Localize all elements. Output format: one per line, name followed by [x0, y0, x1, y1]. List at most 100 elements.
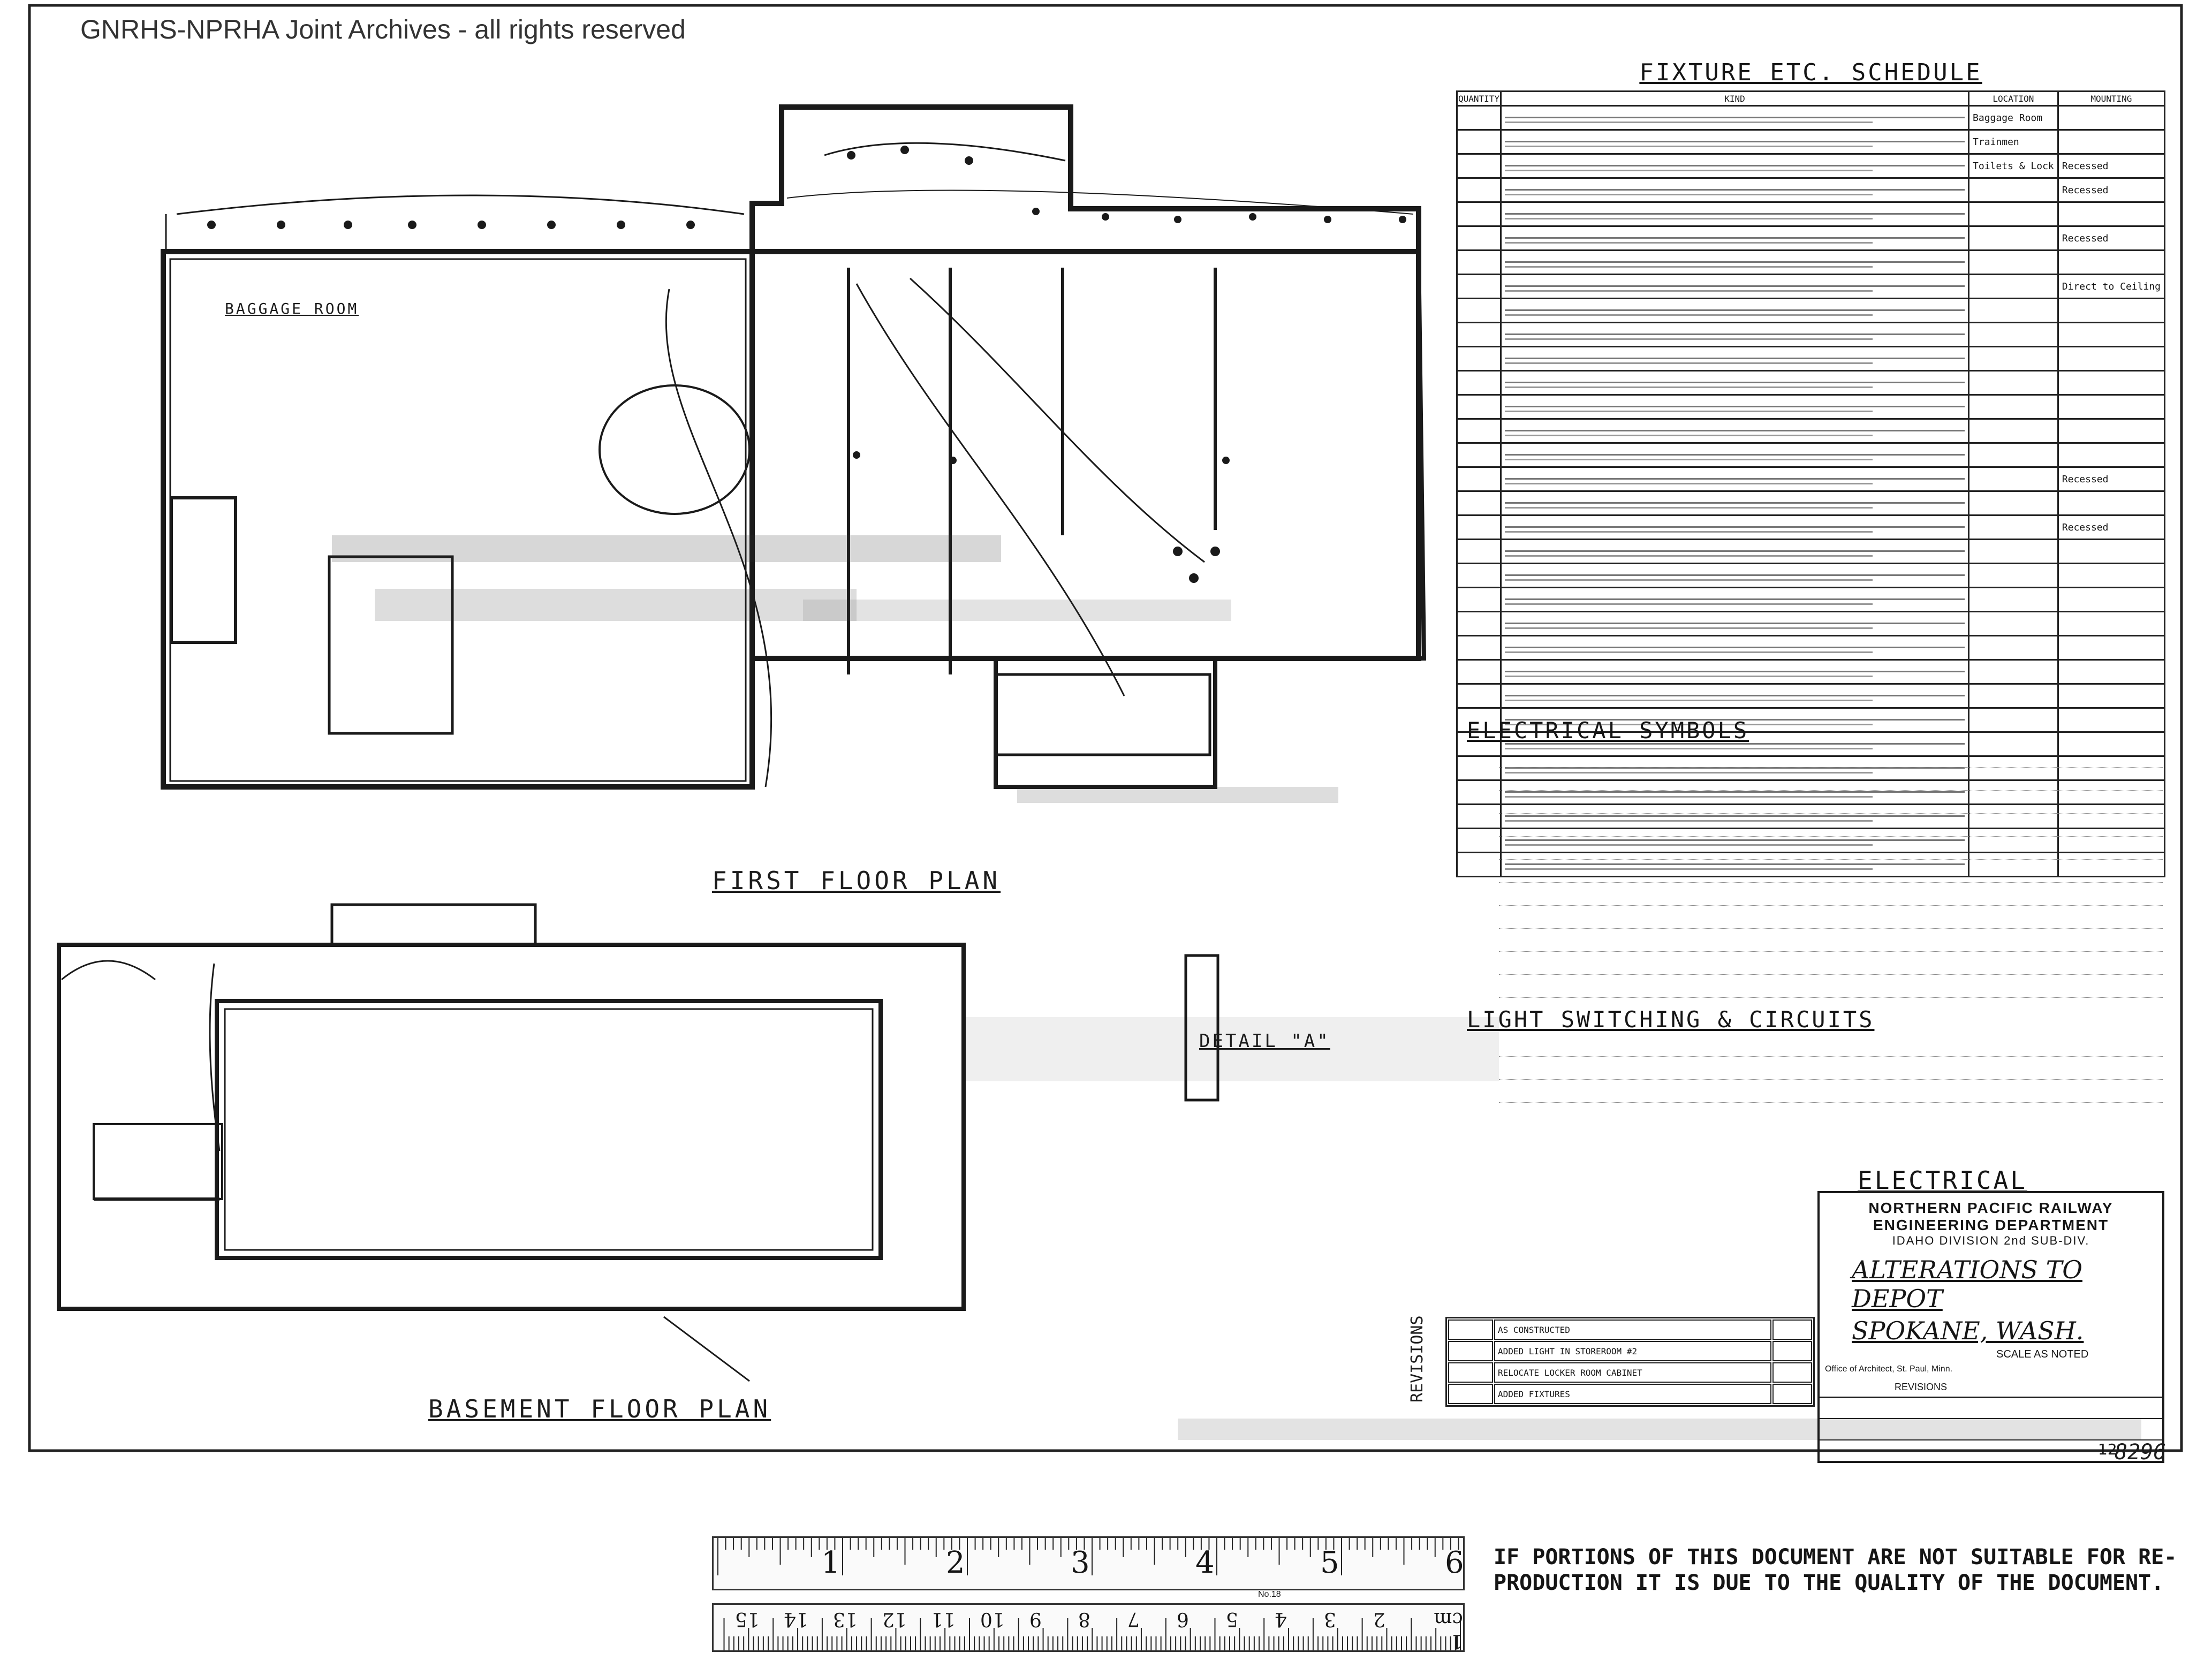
schedule-cell-kind [1500, 177, 1970, 203]
schedule-cell-qty [1456, 490, 1502, 516]
schedule-cell-mounting: Recessed [2057, 466, 2166, 492]
schedule-cell-qty [1456, 466, 1502, 492]
schedule-cell-mounting [2057, 707, 2166, 733]
schedule-cell-kind [1500, 828, 1970, 853]
schedule-cell-location [1968, 466, 2059, 492]
schedule-cell-location: Trainmen [1968, 129, 2059, 155]
schedule-cell-qty [1456, 779, 1502, 805]
watermark: GNRHS-NPRHA Joint Archives - all rights … [75, 12, 691, 47]
notice-line-1: IF PORTIONS OF THIS DOCUMENT ARE NOT SUI… [1494, 1545, 2177, 1569]
revision-initials [1772, 1362, 1812, 1383]
schedule-row [1456, 659, 2166, 685]
schedule-row [1456, 322, 2166, 347]
schedule-row [1456, 490, 2166, 516]
schedule-cell-qty [1456, 177, 1502, 203]
schedule-row: Baggage Room [1456, 105, 2166, 131]
revision-note: RELOCATE LOCKER ROOM CABINET [1494, 1362, 1771, 1383]
schedule-cell-location [1968, 274, 2059, 299]
schedule-cell-mounting [2057, 298, 2166, 323]
basement-plan-title: BASEMENT FLOOR PLAN [428, 1394, 771, 1423]
schedule-row: Recessed [1456, 177, 2166, 203]
revision-initials [1772, 1341, 1812, 1361]
railway-name: NORTHERN PACIFIC RAILWAY [1868, 1200, 2113, 1216]
schedule-cell-kind [1500, 587, 1970, 612]
electrical-symbols-legend: ELECTRICAL SYMBOLS [1467, 717, 2163, 998]
schedule-cell-location [1968, 587, 2059, 612]
revision-initials [1772, 1320, 1812, 1340]
inch-number: 3 [1071, 1545, 1090, 1580]
revision-note: ADDED FIXTURES [1494, 1384, 1771, 1404]
cm-number: 11 [931, 1608, 956, 1630]
schedule-cell-location [1968, 177, 2059, 203]
schedule-cell-qty [1456, 707, 1502, 733]
cm-number: 10 [980, 1608, 1005, 1630]
schedule-cell-location [1968, 514, 2059, 540]
schedule-cell-kind [1500, 322, 1970, 347]
revision-date [1448, 1384, 1493, 1404]
schedule-cell-mounting [2057, 635, 2166, 661]
cm-number: 5 [1225, 1608, 1238, 1630]
schedule-cell-kind [1500, 659, 1970, 685]
schedule-cell-kind [1500, 225, 1970, 251]
schedule-cell-mounting [2057, 490, 2166, 516]
schedule-cell-qty [1456, 249, 1502, 275]
schedule-cell-kind [1500, 129, 1970, 155]
schedule-cell-mounting [2057, 249, 2166, 275]
schedule-cell-qty [1456, 394, 1502, 420]
schedule-cell-mounting [2057, 394, 2166, 420]
schedule-cell-qty [1456, 225, 1502, 251]
fixture-schedule: FIXTURE ETC. SCHEDULE QUANTITY KIND LOCA… [1456, 59, 2166, 877]
fixture-schedule-title: FIXTURE ETC. SCHEDULE [1639, 59, 1982, 86]
schedule-row [1456, 587, 2166, 612]
revisions-header: REVISIONS [1895, 1382, 1948, 1392]
cm-number: 4 [1275, 1608, 1287, 1630]
schedule-cell-qty [1456, 803, 1502, 829]
schedule-cell-mounting [2057, 852, 2166, 877]
schedule-cell-kind [1500, 779, 1970, 805]
schedule-cell-qty [1456, 298, 1502, 323]
schedule-cell-kind [1500, 683, 1970, 709]
schedule-row: Recessed [1456, 514, 2166, 540]
schedule-cell-mounting [2057, 129, 2166, 155]
revisions-side-label: REVISIONS [1408, 1315, 1427, 1402]
schedule-cell-mounting [2057, 779, 2166, 805]
inch-number: 6 [1445, 1545, 1464, 1580]
schedule-cell-qty [1456, 828, 1502, 853]
schedule-row [1456, 249, 2166, 275]
inch-number: 4 [1195, 1545, 1215, 1580]
first-floor-plan-walls [161, 104, 1427, 790]
schedule-cell-location [1968, 828, 2059, 853]
schedule-row [1456, 828, 2166, 853]
schedule-cell-qty [1456, 635, 1502, 661]
schedule-cell-mounting [2057, 828, 2166, 853]
schedule-cell-kind [1500, 852, 1970, 877]
schedule-cell-kind [1500, 466, 1970, 492]
schedule-cell-kind [1500, 731, 1970, 757]
schedule-cell-location [1968, 803, 2059, 829]
schedule-cell-location [1968, 346, 2059, 371]
schedule-cell-kind [1500, 539, 1970, 564]
schedule-cell-location [1968, 490, 2059, 516]
schedule-cell-kind [1500, 803, 1970, 829]
scale-note: SCALE AS NOTED [1996, 1348, 2089, 1360]
inch-number: 5 [1320, 1545, 1339, 1580]
schedule-cell-location [1968, 322, 2059, 347]
schedule-cell-mounting [2057, 587, 2166, 612]
schedule-cell-kind [1500, 707, 1970, 733]
schedule-cell-location [1968, 731, 2059, 757]
schedule-cell-qty [1456, 322, 1502, 347]
schedule-cell-location [1968, 683, 2059, 709]
schedule-cell-location [1968, 635, 2059, 661]
cm-number: 8 [1078, 1608, 1091, 1630]
schedule-cell-mounting [2057, 322, 2166, 347]
baggage-room-label: BAGGAGE ROOM [225, 300, 359, 317]
schedule-cell-location [1968, 707, 2059, 733]
sheet-number: 12 [2098, 1440, 2117, 1458]
schedule-cell-kind [1500, 418, 1970, 444]
schedule-cell-qty [1456, 514, 1502, 540]
schedule-cell-qty [1456, 852, 1502, 877]
schedule-row [1456, 755, 2166, 781]
basement-plan-walls [57, 903, 1219, 1382]
schedule-cell-qty [1456, 346, 1502, 371]
